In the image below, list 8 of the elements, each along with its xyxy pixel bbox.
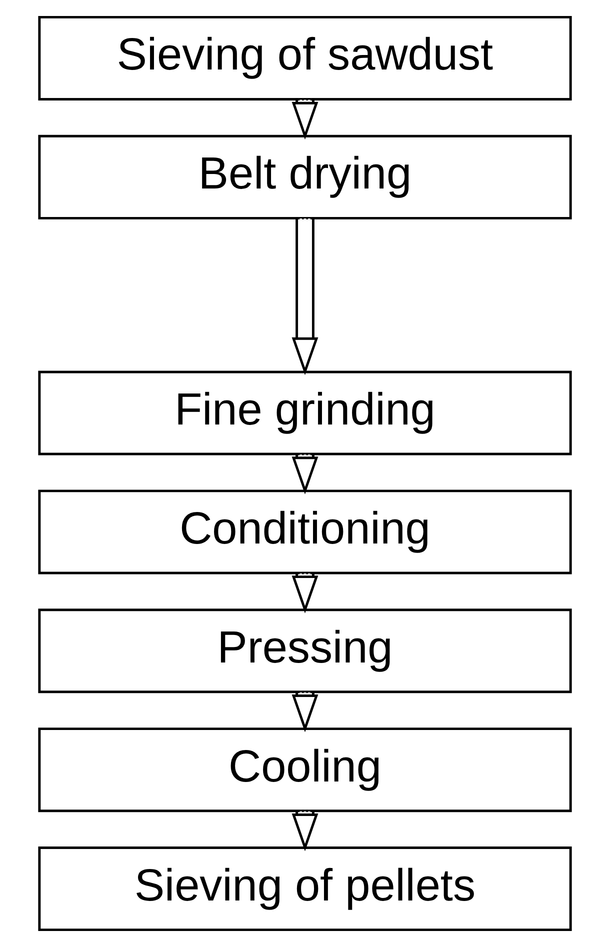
node-box: Conditioning — [38, 489, 572, 574]
node-box: Pressing — [38, 608, 572, 693]
node-box: Fine grinding — [38, 370, 572, 455]
node-box: Cooling — [38, 727, 572, 812]
node-box: Sieving of sawdust — [38, 15, 572, 100]
arrow — [292, 218, 318, 375]
node-box: Belt drying — [38, 134, 572, 219]
node-box: Sieving of pellets — [38, 846, 572, 931]
